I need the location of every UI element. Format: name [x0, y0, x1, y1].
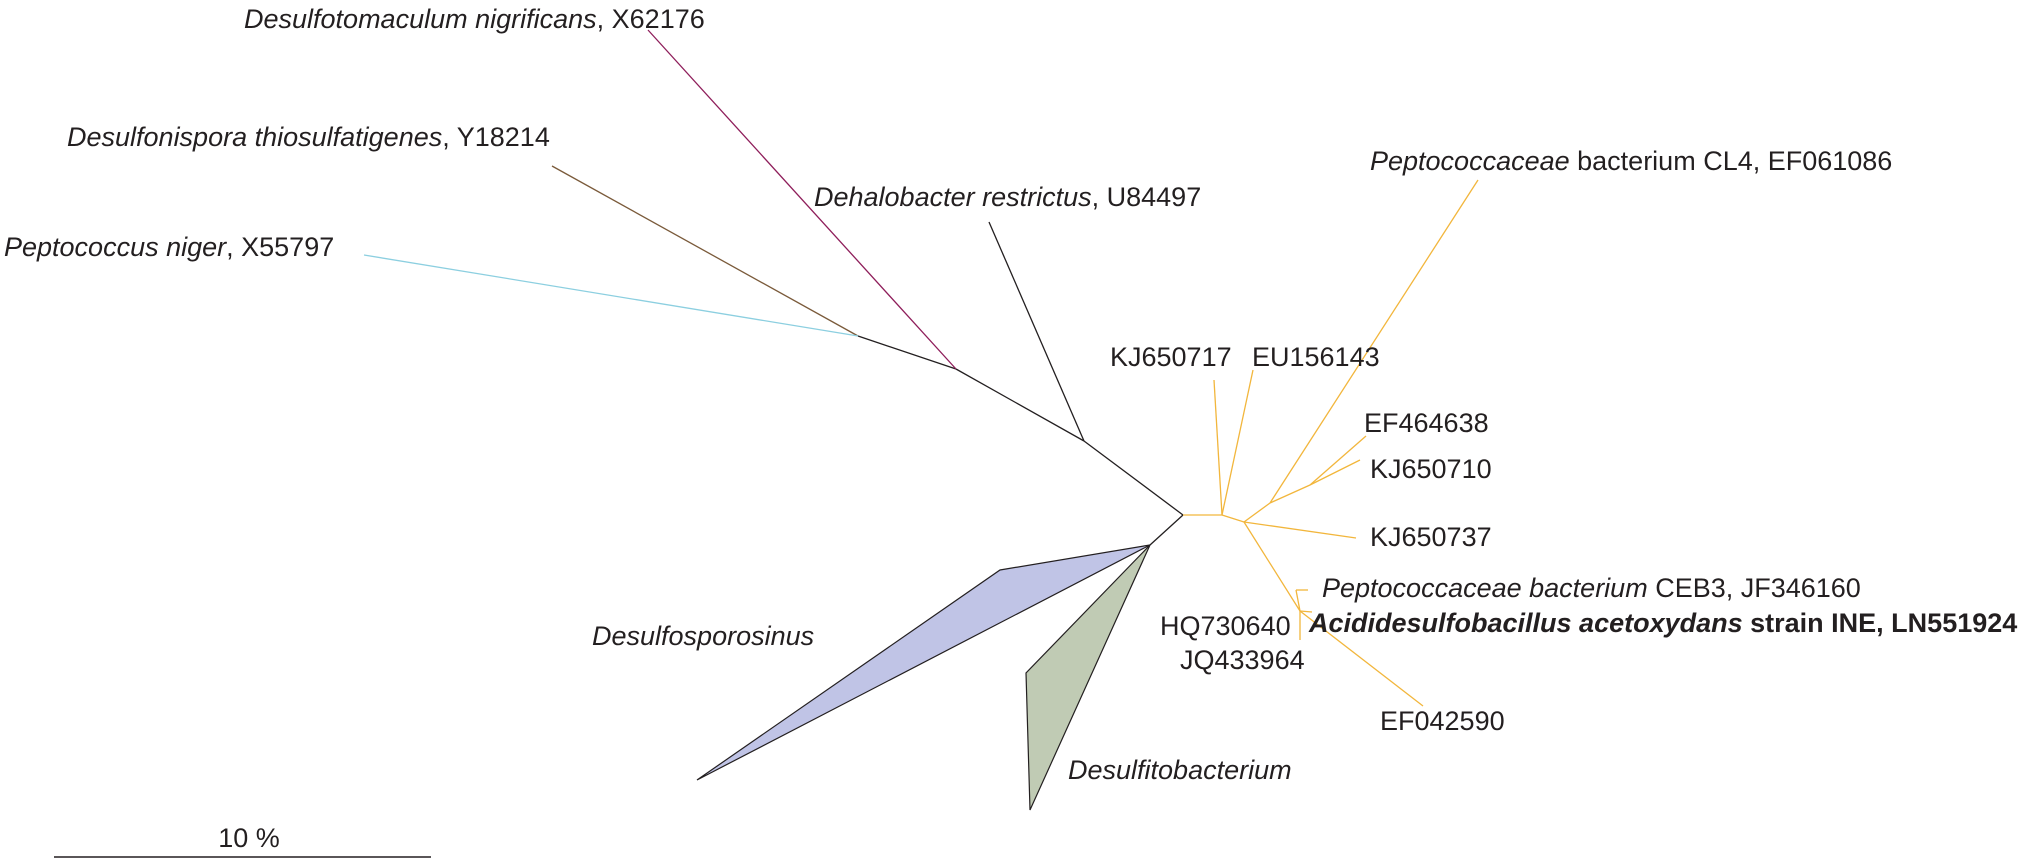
label-peptococcaceae-cl4: Peptococcaceae bacterium CL4, EF061086 [1370, 146, 1892, 176]
backbone-branches [857, 221, 1184, 546]
desulfitobacterium-clade-triangle [1025, 544, 1151, 811]
label-kj650710: KJ650710 [1370, 454, 1492, 484]
peptococcus-branch [363, 254, 859, 337]
label-hq730640: HQ730640 [1160, 611, 1291, 641]
label-jq433964: JQ433964 [1180, 645, 1305, 675]
label-peptococcaceae-ceb3: Peptococcaceae bacterium CEB3, JF346160 [1322, 573, 1861, 603]
label-dehalobacter-restrictus: Dehalobacter restrictus, U84497 [814, 182, 1201, 212]
label-acididesulfobacillus-acetoxydans: Acididesulfobacillus acetoxydans strain … [1308, 608, 2017, 638]
label-kj650737: KJ650737 [1370, 522, 1492, 552]
label-peptococcus-niger: Peptococcus niger, X55797 [4, 232, 334, 262]
label-desulfitobacterium: Desulfitobacterium [1068, 755, 1292, 785]
label-desulfosporosinus: Desulfosporosinus [592, 621, 814, 651]
label-eu156143: EU156143 [1252, 342, 1380, 372]
label-ef464638: EF464638 [1364, 408, 1489, 438]
label-kj650717: KJ650717 [1110, 342, 1232, 372]
acididesulfobacillus-clade-branches [1183, 179, 1479, 707]
label-desulfotomaculum-nigrificans: Desulfotomaculum nigrificans, X62176 [244, 4, 705, 34]
label-desulfonispora-thiosulfatigenes: Desulfonispora thiosulfatigenes, Y18214 [67, 122, 550, 152]
desulfosporosinus-clade-triangle [696, 544, 1151, 781]
desulfotomaculum-branch [647, 29, 957, 370]
label-ef042590: EF042590 [1380, 706, 1505, 736]
scale-bar-label: 10 % [218, 823, 280, 853]
desulfonispora-branch [551, 165, 859, 337]
